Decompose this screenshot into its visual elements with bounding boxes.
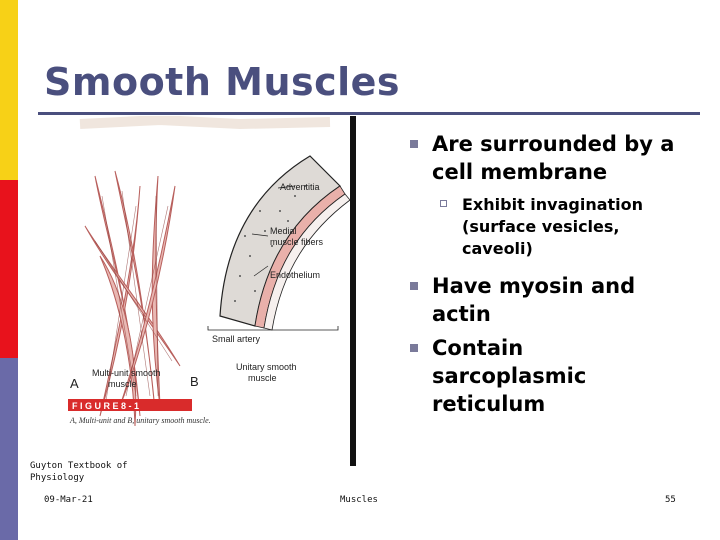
accent-stripe-yellow bbox=[0, 0, 18, 180]
footer-center: Muscles bbox=[340, 495, 378, 505]
accent-stripe-red bbox=[0, 180, 18, 358]
bullet-text: Contain sarcoplasmic reticulum bbox=[432, 336, 587, 416]
figure-divider bbox=[350, 116, 356, 466]
label-medial-line2: muscle fibers bbox=[270, 237, 324, 247]
hollow-square-bullet-icon bbox=[440, 200, 447, 207]
figure-caption: A, Multi-unit and B, unitary smooth musc… bbox=[69, 416, 211, 425]
label-unitary: Unitary smooth muscle bbox=[236, 362, 299, 383]
square-bullet-icon bbox=[410, 140, 418, 148]
square-bullet-icon bbox=[410, 282, 418, 290]
title-underline bbox=[38, 112, 700, 115]
label-endothelium: Endothelium bbox=[270, 270, 320, 280]
label-medial-line1: Medial bbox=[270, 226, 297, 236]
label-medial: Medial muscle fibers bbox=[270, 226, 324, 247]
label-unitary-line2: muscle bbox=[248, 373, 277, 383]
figure-tag: F I G U R E 8 - 1 bbox=[72, 401, 139, 411]
label-adventitia: Adventitia bbox=[280, 182, 320, 192]
small-artery bbox=[207, 155, 351, 331]
bullet-text: Are surrounded by a cell membrane bbox=[432, 132, 675, 184]
figure-tag-bg bbox=[68, 399, 192, 411]
label-multi-unit-line1: Multi-unit smooth bbox=[92, 368, 161, 378]
footer-page-number: 55 bbox=[665, 495, 676, 505]
sub-bullet-text: Exhibit invagination (surface vesicles, … bbox=[462, 195, 644, 258]
smooth-muscle-figure: Adventitia Medial muscle fibers Endothel… bbox=[40, 116, 360, 466]
square-bullet-icon bbox=[410, 344, 418, 352]
slide-title: Smooth Muscles bbox=[44, 60, 401, 104]
label-panel-a: A bbox=[70, 376, 79, 391]
label-multi-unit-line2: muscle bbox=[108, 379, 137, 389]
label-small-artery: Small artery bbox=[212, 334, 261, 344]
label-unitary-line1: Unitary smooth bbox=[236, 362, 297, 372]
accent-stripe-blue bbox=[0, 358, 18, 540]
footer-date: 09-Mar-21 bbox=[44, 495, 93, 505]
label-multi-unit: Multi-unit smooth muscle bbox=[92, 368, 163, 389]
bullet-text: Have myosin and actin bbox=[432, 274, 636, 326]
label-panel-b: B bbox=[190, 374, 199, 389]
figure-credit: Guyton Textbook of Physiology bbox=[30, 461, 128, 483]
